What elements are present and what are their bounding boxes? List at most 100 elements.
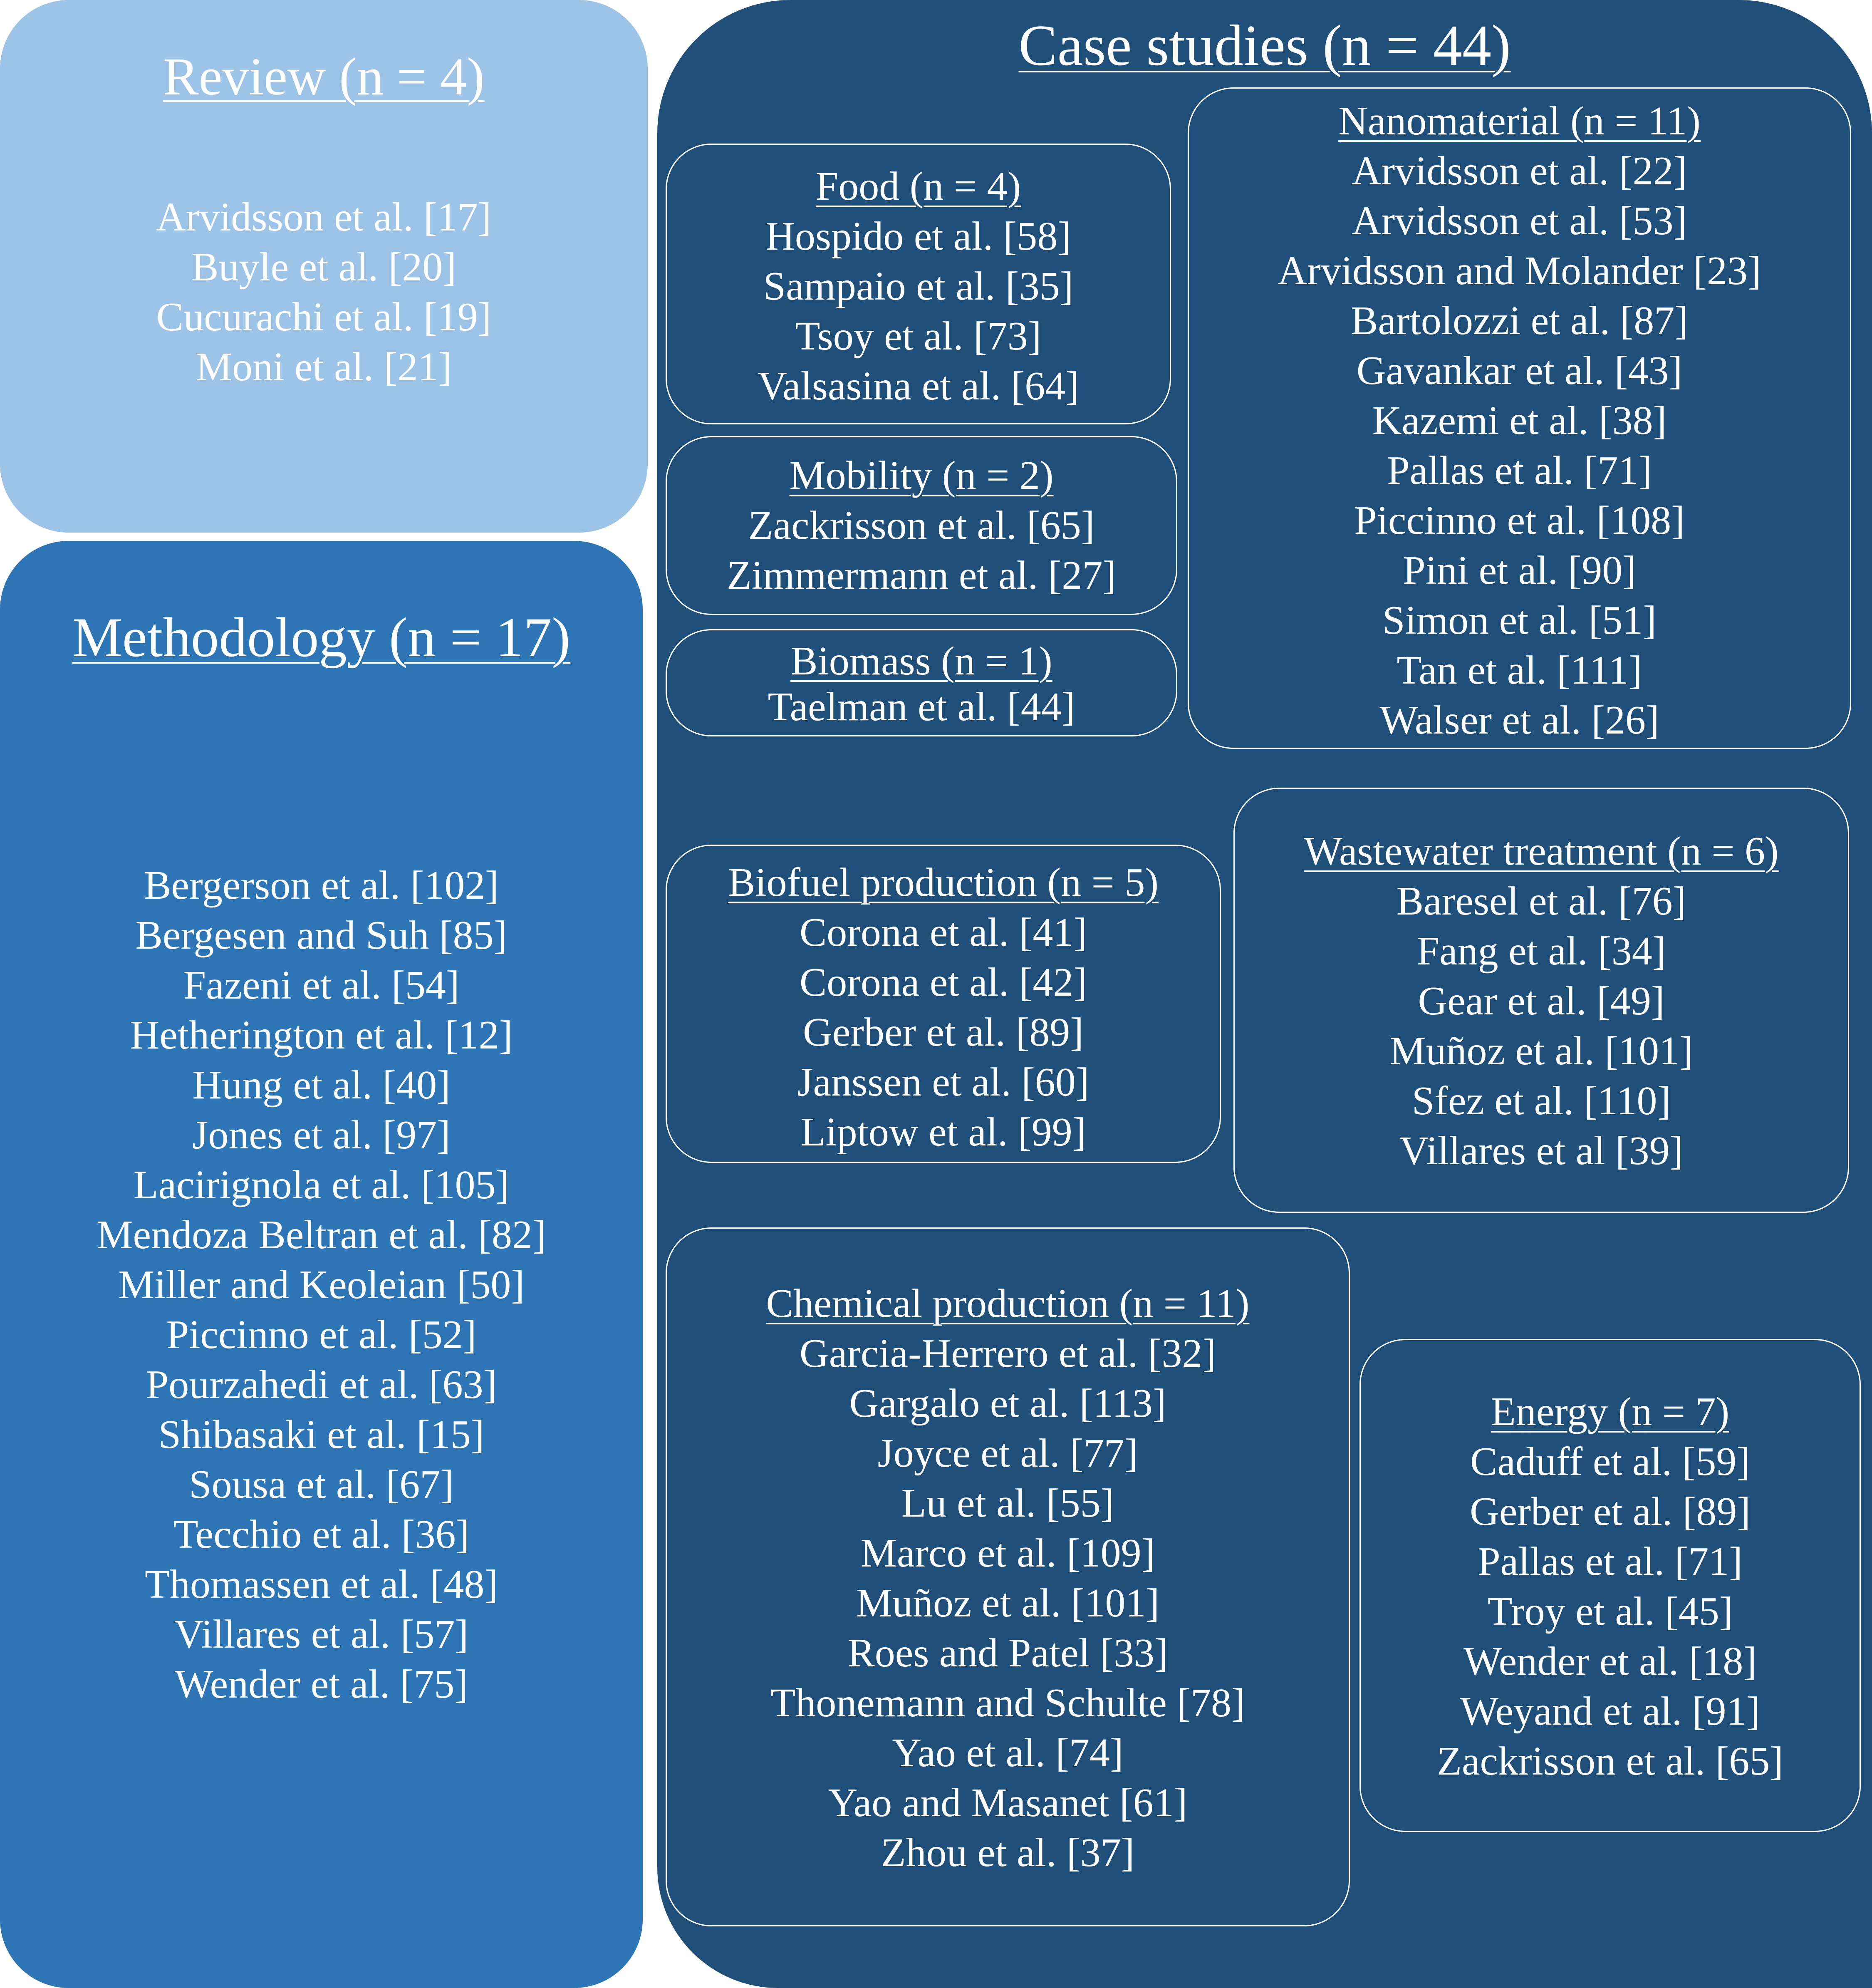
list-item: Caduff et al. [59]	[1470, 1439, 1751, 1484]
list-item: Roes and Patel [33]	[847, 1631, 1168, 1676]
case-studies-title: Case studies (n = 44)	[1018, 13, 1511, 78]
list-item: Thonemann and Schulte [78]	[770, 1681, 1245, 1725]
list-item: Arvidsson and Molander [23]	[1278, 248, 1761, 293]
list-item: Jones et al. [97]	[192, 1113, 451, 1158]
list-item: Corona et al. [41]	[799, 910, 1087, 955]
list-item: Mendoza Beltran et al. [82]	[97, 1212, 546, 1257]
biomass-box: Biomass (n = 1) Taelman et al. [44]	[666, 629, 1177, 736]
energy-title: Energy (n = 7)	[1491, 1389, 1730, 1434]
list-item: Janssen et al. [60]	[797, 1060, 1090, 1105]
list-item: Arvidsson et al. [17]	[156, 195, 492, 240]
list-item: Sampaio et al. [35]	[763, 264, 1074, 309]
list-item: Zackrisson et al. [65]	[1437, 1739, 1783, 1784]
list-item: Liptow et al. [99]	[800, 1110, 1086, 1155]
mobility-title: Mobility (n = 2)	[789, 453, 1054, 498]
list-item: Piccinno et al. [52]	[166, 1312, 477, 1357]
list-item: Corona et al. [42]	[799, 960, 1087, 1005]
biomass-list: Taelman et al. [44]	[667, 682, 1176, 732]
list-item: Pini et al. [90]	[1403, 548, 1636, 593]
list-item: Wender et al. [18]	[1463, 1639, 1757, 1684]
list-item: Weyand et al. [91]	[1460, 1689, 1761, 1734]
list-item: Piccinno et al. [108]	[1354, 498, 1685, 543]
review-list: Arvidsson et al. [17] Buyle et al. [20] …	[0, 192, 648, 392]
methodology-list: Bergerson et al. [102] Bergesen and Suh …	[0, 860, 643, 1709]
list-item: Cucurachi et al. [19]	[156, 295, 492, 340]
list-item: Sfez et al. [110]	[1411, 1078, 1671, 1123]
list-item: Sousa et al. [67]	[189, 1462, 454, 1507]
list-item: Lacirignola et al. [105]	[133, 1163, 510, 1207]
list-item: Thomassen et al. [48]	[144, 1562, 498, 1607]
mobility-list: Zackrisson et al. [65] Zimmermann et al.…	[667, 501, 1176, 600]
list-item: Pourzahedi et al. [63]	[146, 1362, 497, 1407]
list-item: Simon et al. [51]	[1382, 598, 1657, 643]
food-box: Food (n = 4) Hospido et al. [58] Sampaio…	[666, 144, 1171, 424]
list-item: Bergesen and Suh [85]	[135, 913, 508, 958]
energy-list: Caduff et al. [59] Gerber et al. [89] Pa…	[1361, 1437, 1860, 1786]
list-item: Walser et al. [26]	[1379, 698, 1659, 743]
chemical-title: Chemical production (n = 11)	[766, 1281, 1250, 1326]
mobility-box: Mobility (n = 2) Zackrisson et al. [65] …	[666, 436, 1177, 615]
list-item: Tecchio et al. [36]	[173, 1512, 470, 1557]
review-title: Review (n = 4)	[163, 47, 485, 106]
list-item: Zimmermann et al. [27]	[726, 553, 1117, 598]
list-item: Taelman et al. [44]	[768, 684, 1075, 729]
review-panel: Review (n = 4) Arvidsson et al. [17] Buy…	[0, 0, 648, 533]
list-item: Lu et al. [55]	[901, 1481, 1114, 1526]
methodology-panel: Methodology (n = 17) Bergerson et al. [1…	[0, 541, 643, 1988]
list-item: Moni et al. [21]	[196, 345, 452, 389]
food-list: Hospido et al. [58] Sampaio et al. [35] …	[667, 211, 1170, 411]
list-item: Gerber et al. [89]	[1470, 1489, 1751, 1534]
list-item: Villares et al [39]	[1399, 1128, 1684, 1173]
list-item: Pallas et al. [71]	[1478, 1539, 1743, 1584]
list-item: Kazemi et al. [38]	[1372, 398, 1667, 443]
food-title: Food (n = 4)	[815, 164, 1021, 209]
nanomaterial-box: Nanomaterial (n = 11) Arvidsson et al. […	[1188, 87, 1851, 749]
list-item: Wender et al. [75]	[175, 1662, 468, 1707]
list-item: Gargalo et al. [113]	[849, 1381, 1166, 1426]
list-item: Gerber et al. [89]	[803, 1010, 1084, 1055]
list-item: Garcia-Herrero et al. [32]	[799, 1331, 1216, 1376]
list-item: Buyle et al. [20]	[191, 245, 456, 290]
chemical-list: Garcia-Herrero et al. [32] Gargalo et al…	[667, 1329, 1349, 1878]
list-item: Arvidsson et al. [22]	[1352, 149, 1687, 193]
list-item: Baresel et al. [76]	[1396, 879, 1686, 924]
wastewater-list: Baresel et al. [76] Fang et al. [34] Gea…	[1235, 876, 1848, 1176]
wastewater-title: Wastewater treatment (n = 6)	[1304, 829, 1779, 874]
list-item: Marco et al. [109]	[860, 1531, 1155, 1576]
list-item: Muñoz et al. [101]	[1389, 1029, 1693, 1073]
list-item: Hetherington et al. [12]	[130, 1013, 513, 1058]
list-item: Yao et al. [74]	[892, 1730, 1124, 1775]
nanomaterial-title: Nanomaterial (n = 11)	[1338, 99, 1701, 144]
chemical-box: Chemical production (n = 11) Garcia-Herr…	[666, 1227, 1350, 1926]
list-item: Arvidsson et al. [53]	[1352, 198, 1687, 243]
list-item: Tan et al. [111]	[1397, 648, 1642, 693]
list-item: Gavankar et al. [43]	[1356, 348, 1683, 393]
list-item: Gear et al. [49]	[1418, 979, 1665, 1024]
list-item: Zhou et al. [37]	[881, 1830, 1135, 1875]
wastewater-box: Wastewater treatment (n = 6) Baresel et …	[1233, 788, 1849, 1213]
list-item: Tsoy et al. [73]	[795, 314, 1042, 359]
case-studies-panel: Case studies (n = 44) Food (n = 4) Hospi…	[657, 0, 1872, 1988]
list-item: Miller and Keoleian [50]	[118, 1262, 525, 1307]
biofuel-title: Biofuel production (n = 5)	[728, 860, 1159, 905]
list-item: Hospido et al. [58]	[765, 214, 1071, 259]
list-item: Bergerson et al. [102]	[144, 863, 499, 908]
biomass-title: Biomass (n = 1)	[790, 639, 1052, 684]
list-item: Hung et al. [40]	[192, 1063, 451, 1108]
list-item: Shibasaki et al. [15]	[158, 1412, 485, 1457]
list-item: Bartolozzi et al. [87]	[1351, 298, 1688, 343]
list-item: Fazeni et al. [54]	[183, 963, 460, 1008]
list-item: Joyce et al. [77]	[877, 1431, 1138, 1476]
nanomaterial-list: Arvidsson et al. [22] Arvidsson et al. […	[1189, 146, 1850, 745]
list-item: Troy et al. [45]	[1487, 1589, 1733, 1634]
list-item: Muñoz et al. [101]	[856, 1581, 1160, 1626]
biofuel-box: Biofuel production (n = 5) Corona et al.…	[666, 845, 1221, 1163]
list-item: Yao and Masanet [61]	[828, 1780, 1188, 1825]
list-item: Villares et al. [57]	[174, 1612, 469, 1657]
list-item: Valsasina et al. [64]	[758, 364, 1079, 409]
list-item: Pallas et al. [71]	[1387, 448, 1652, 493]
list-item: Zackrisson et al. [65]	[748, 503, 1095, 548]
list-item: Fang et al. [34]	[1416, 929, 1666, 974]
energy-box: Energy (n = 7) Caduff et al. [59] Gerber…	[1359, 1339, 1861, 1832]
biofuel-list: Corona et al. [41] Corona et al. [42] Ge…	[667, 907, 1220, 1157]
